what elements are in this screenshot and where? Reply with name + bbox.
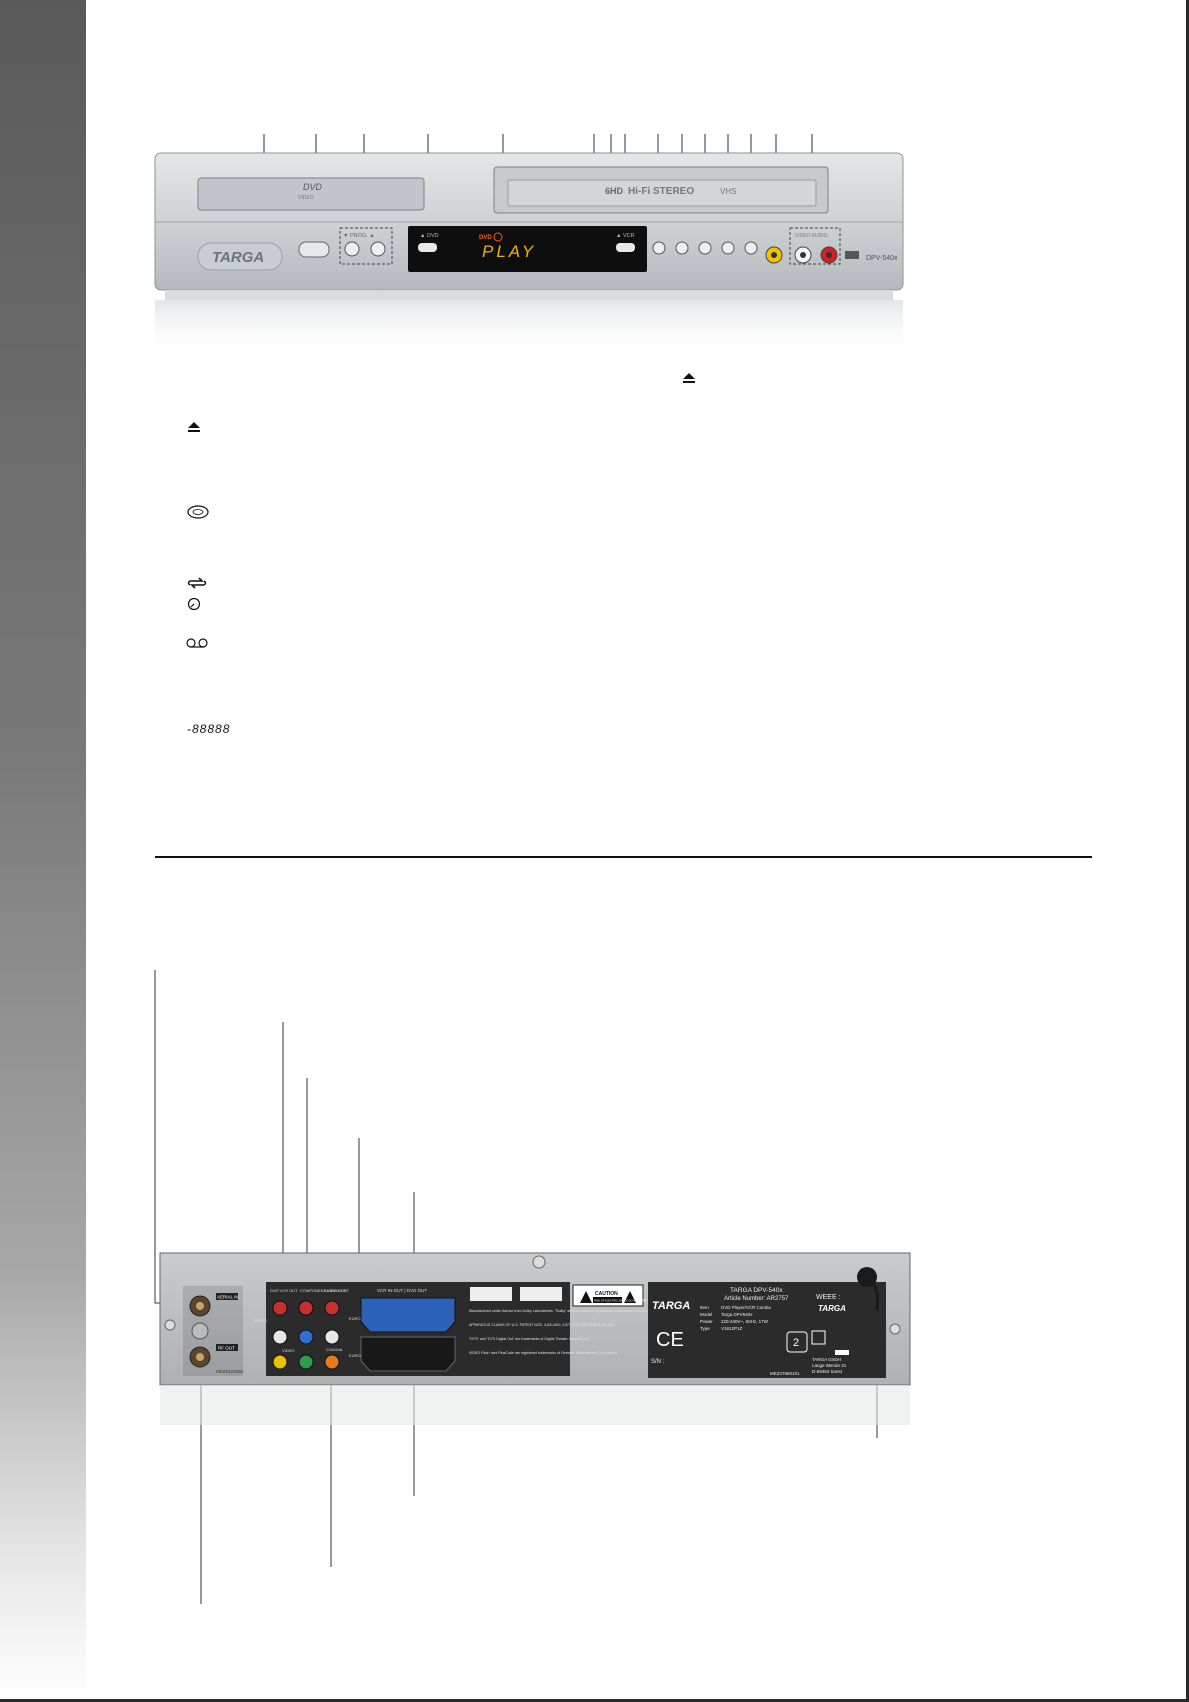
av-label: VIDEO AUDIO <box>795 233 828 239</box>
prog-down-button <box>344 241 360 257</box>
front-panel-reflection <box>155 300 903 360</box>
front-panel-illustration: DVD VIDEO 6HD Hi-Fi STEREO VHS TARGA ▼ P… <box>154 134 904 360</box>
caution-sub: RISK OF ELECTRIC SHOCK DO NOT OPEN <box>594 1299 647 1303</box>
fast-forward-button <box>721 241 735 255</box>
cassette-icon <box>186 638 208 648</box>
svg-text:Targa DPV540x: Targa DPV540x <box>721 1312 753 1317</box>
section-divider <box>155 856 1092 858</box>
play-button <box>698 241 712 255</box>
repeat-icon <box>187 577 207 589</box>
svg-text:V1812P1Z: V1812P1Z <box>721 1326 743 1331</box>
svg-text:"DTS" and "DTS Digital Out" ar: "DTS" and "DTS Digital Out" are trademar… <box>469 1337 590 1341</box>
audio-out-right-jack <box>272 1300 288 1316</box>
coaxial-jack <box>324 1354 340 1370</box>
deck-label: Hi-Fi STEREO <box>628 186 694 197</box>
svg-text:DVD Player/VCR Combo: DVD Player/VCR Combo <box>721 1305 772 1310</box>
eject-vcr-label: ▲ VCR <box>616 233 635 239</box>
dvd-vcr-out-label: DVD VCR OUT <box>270 1288 298 1293</box>
rf-out-label: RF OUT <box>218 1346 235 1351</box>
rear-panel-illustration: AERIAL IN RF OUT MEZ0123300 DVD VCR OUT … <box>154 970 911 1604</box>
eject-dvd-label: ▲ DVD <box>420 233 439 239</box>
video-label: VIDEO <box>282 1348 294 1353</box>
rating-label <box>648 1282 886 1378</box>
address: TARGA GmbH Lange Wende 41 D-59494 Soest <box>812 1357 847 1374</box>
disc-icon <box>187 505 209 519</box>
svg-text:Power: Power <box>700 1319 713 1324</box>
svg-text:VIDEO Plus+ and PlusCode are r: VIDEO Plus+ and PlusCode are registered … <box>469 1351 618 1355</box>
scart-header: VCR IN-OUT | DVD OUT <box>377 1288 427 1293</box>
audio-out-left-jack <box>272 1329 288 1345</box>
page-right-edge <box>1186 0 1189 1702</box>
serial-right: MEZ47660101 <box>770 1371 800 1376</box>
brand-logo: TARGA <box>212 249 264 266</box>
counter-display-icon: -88888 <box>187 722 230 736</box>
scart1-socket <box>360 1297 456 1333</box>
stop-button <box>652 241 666 255</box>
weee-brand: TARGA <box>818 1304 846 1313</box>
caution-label: CAUTION <box>595 1291 618 1297</box>
model-label: DPV-540x <box>866 255 898 262</box>
eject-dvd-button <box>418 243 437 252</box>
trademark-notes: Manufactured under license from Dolby La… <box>469 1309 669 1355</box>
rating-rows: Item DVD Player/VCR Combo Model Targa DPV5… <box>700 1305 772 1331</box>
svg-text:D-59494 Soest: D-59494 Soest <box>812 1369 843 1374</box>
deck-label-prefix: 6HD <box>605 186 624 196</box>
component-pb-jack <box>298 1329 314 1345</box>
deck-label-suffix: VHS <box>720 187 736 196</box>
serial-left: MEZ0123300 <box>216 1369 244 1374</box>
eject-icon <box>683 373 695 383</box>
rewind-button <box>675 241 689 255</box>
ce-mark: CE <box>656 1329 684 1351</box>
rating-article: Article Number: AR2757 <box>724 1296 789 1302</box>
svg-text:Lange Wende 41: Lange Wende 41 <box>812 1363 847 1368</box>
component-label: COMPONENT VIDEO OUT <box>300 1288 350 1293</box>
eject-icon <box>188 422 200 432</box>
audio-out-label: AUDIO OUT <box>324 1288 347 1293</box>
timer-clock-icon <box>187 597 201 611</box>
svg-text:APPARATUS CLAIMS OF U.S. PATEN: APPARATUS CLAIMS OF U.S. PATENT NOS. 4,6… <box>469 1323 614 1327</box>
coaxial-label: COAXIAL <box>326 1347 344 1352</box>
audio-out2-left-jack <box>324 1329 340 1345</box>
display-readout: PLAY <box>482 242 536 261</box>
rating-title: TARGA DPV-540x <box>730 1287 783 1294</box>
prog-label: ▼ PROG. ▲ <box>343 233 375 239</box>
chapter-side-tab <box>0 0 86 1702</box>
svg-text:Model: Model <box>700 1312 712 1317</box>
dvd-vcr-switch-button <box>744 241 758 255</box>
svg-text:2: 2 <box>793 1337 799 1349</box>
component-y-jack <box>298 1354 314 1370</box>
component-pr-jack <box>298 1300 314 1316</box>
weee-label: WEEE : <box>816 1294 841 1301</box>
dvd-disc-tray <box>197 177 425 211</box>
power-button <box>298 241 330 258</box>
eject-vcr-button <box>616 243 635 252</box>
display-window <box>408 226 647 272</box>
svg-text:TARGA GmbH: TARGA GmbH <box>812 1357 841 1362</box>
prog-up-button <box>370 241 386 257</box>
svg-text:220-240V~, 50Hz, 17W: 220-240V~, 50Hz, 17W <box>721 1319 769 1324</box>
video-out-jack <box>272 1354 288 1370</box>
svg-text:Item: Item <box>700 1305 709 1310</box>
audio-label: AUDIO <box>254 1318 267 1323</box>
dvd-logo: DVD <box>303 182 323 192</box>
svg-text:Type: Type <box>700 1326 710 1331</box>
svg-text:-88888: -88888 <box>187 722 230 736</box>
page-bottom-rule <box>0 1699 1189 1702</box>
dvd-logo-sub: VIDEO <box>298 195 314 201</box>
audio-out2-right-jack <box>324 1300 340 1316</box>
display-mode-indicator: DVD <box>479 235 492 241</box>
scart2-socket <box>360 1336 456 1372</box>
rf-in-label: AERIAL IN <box>217 1295 239 1300</box>
svg-text:Manufactured under license fro: Manufactured under license from Dolby La… <box>469 1309 669 1313</box>
rating-brand: TARGA <box>652 1300 690 1312</box>
sn-label: S/N : <box>651 1359 665 1365</box>
